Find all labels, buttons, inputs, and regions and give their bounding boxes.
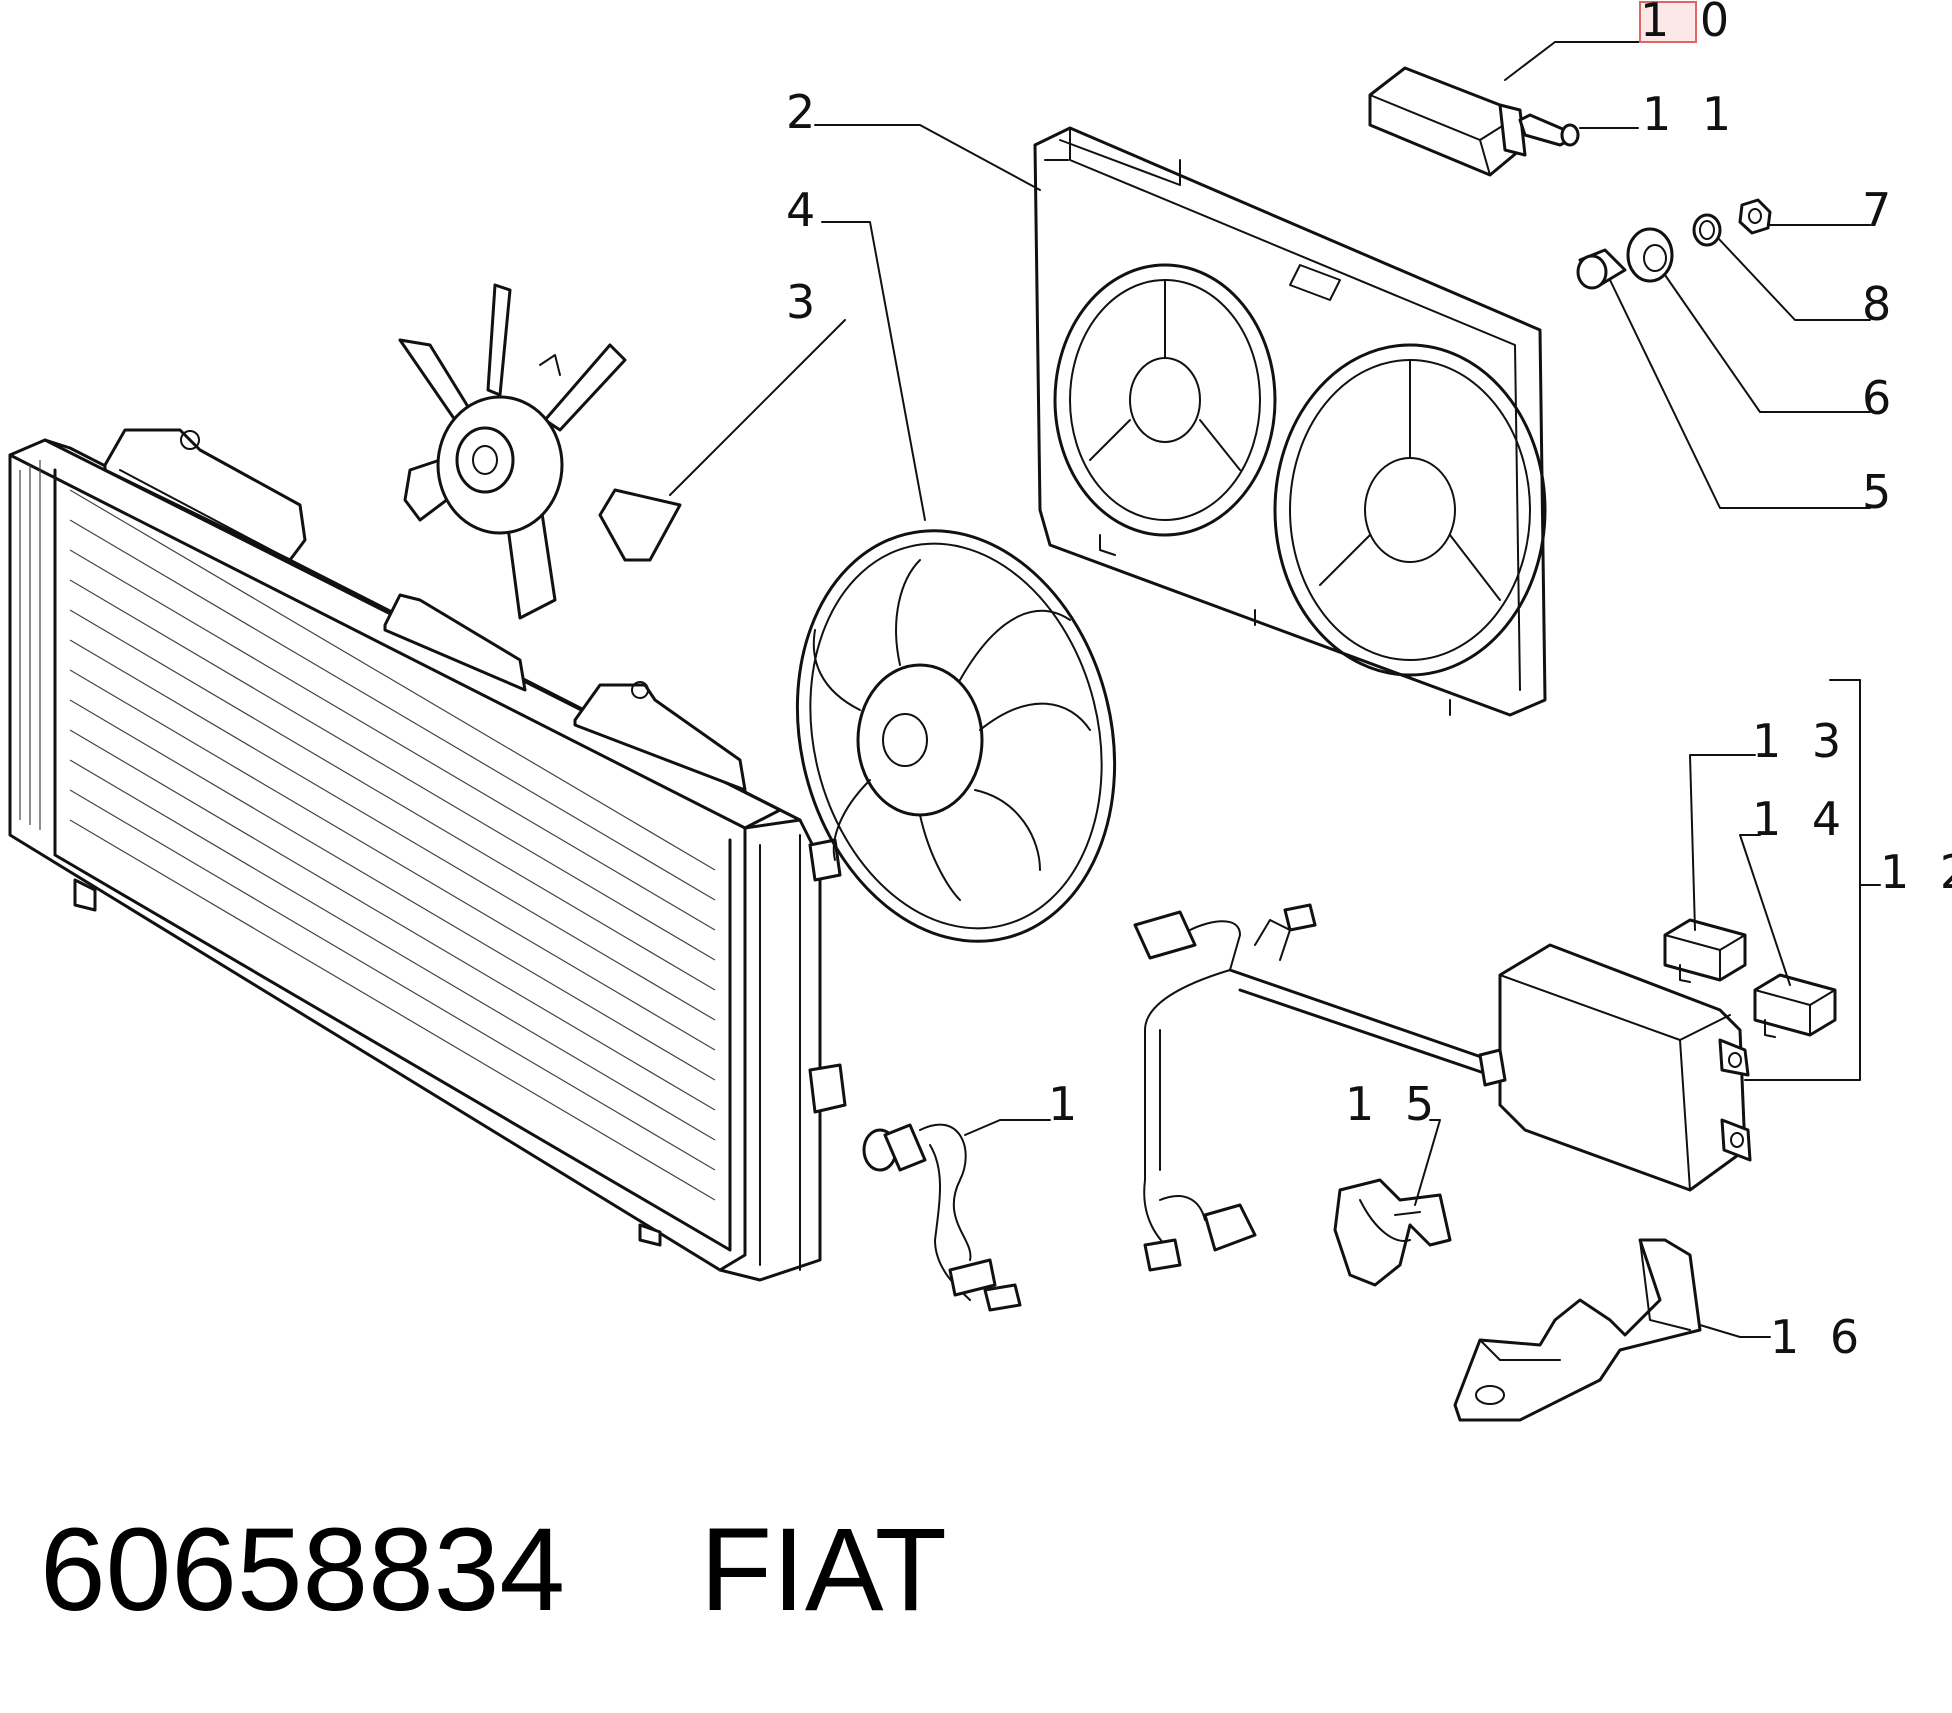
radiator <box>8 428 847 1282</box>
callout-13: 1 3 <box>1752 714 1849 768</box>
callout-8: 8 <box>1862 277 1899 331</box>
brand-name: FIAT <box>700 1504 947 1636</box>
temperature-switch <box>862 1123 1022 1312</box>
callout-2: 2 <box>786 85 823 139</box>
bracket <box>1453 1238 1702 1422</box>
callout-7: 7 <box>1862 183 1899 237</box>
callout-16: 1 6 <box>1770 1310 1867 1364</box>
highlight-box <box>1639 1 1697 43</box>
callout-6: 6 <box>1862 371 1899 425</box>
relay-14 <box>1753 973 1837 1038</box>
small-fan-blade <box>398 283 682 620</box>
callout-15: 1 5 <box>1345 1077 1442 1131</box>
screw <box>1518 113 1580 147</box>
washer <box>1692 213 1722 247</box>
callout-4: 4 <box>786 183 823 237</box>
large-fan <box>795 529 1117 943</box>
callout-10: 1 0 <box>1640 0 1737 47</box>
callout-11: 1 1 <box>1642 87 1739 141</box>
callout-5: 5 <box>1862 465 1899 519</box>
callout-1: 1 <box>1048 1077 1085 1131</box>
relay-13 <box>1663 918 1747 983</box>
fan-shroud <box>1033 126 1547 717</box>
grommet <box>1626 227 1674 283</box>
part-number: 60658834 <box>40 1504 565 1636</box>
control-unit <box>1478 943 1752 1192</box>
spacer <box>1576 248 1627 290</box>
callout-12: 1 2 <box>1880 845 1952 899</box>
callout-3: 3 <box>786 275 823 329</box>
clip <box>1333 1178 1452 1287</box>
nut <box>1738 198 1772 235</box>
callout-14: 1 4 <box>1752 792 1849 846</box>
wiring-harness <box>1133 903 1492 1272</box>
leader-lines <box>669 41 1881 1338</box>
resistor-module <box>1368 66 1527 177</box>
